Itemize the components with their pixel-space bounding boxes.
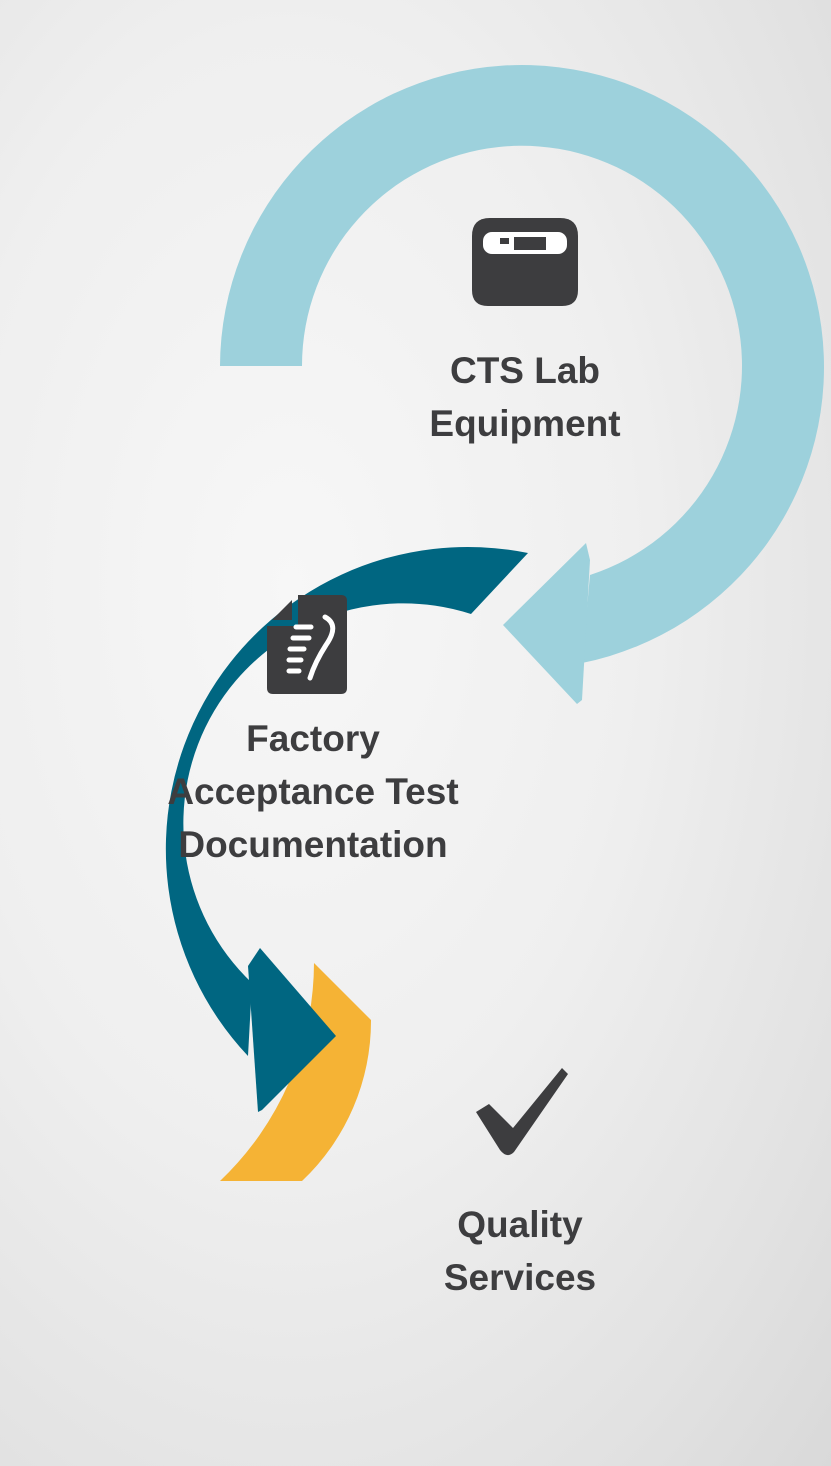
step1-arrow [220,65,824,704]
document-page [267,595,347,694]
step1-label: CTS Lab Equipment [429,350,621,444]
lab-equipment-display [514,237,546,250]
lab-equipment-body [472,218,578,306]
document-lines [286,624,314,674]
document-corner [272,600,292,620]
step3-label: Quality Services [443,1204,597,1298]
checkmark-icon [476,1068,568,1156]
lab-equipment-button [500,238,509,244]
step1-arrowhead [503,543,590,704]
step2-label: Factory Acceptance Test Documentation [167,718,459,865]
lab-equipment-icon [472,218,578,306]
document-signature [307,614,336,681]
step2-arrowhead [248,948,336,1112]
step2-arrow [165,546,529,1112]
document-icon [267,595,347,694]
